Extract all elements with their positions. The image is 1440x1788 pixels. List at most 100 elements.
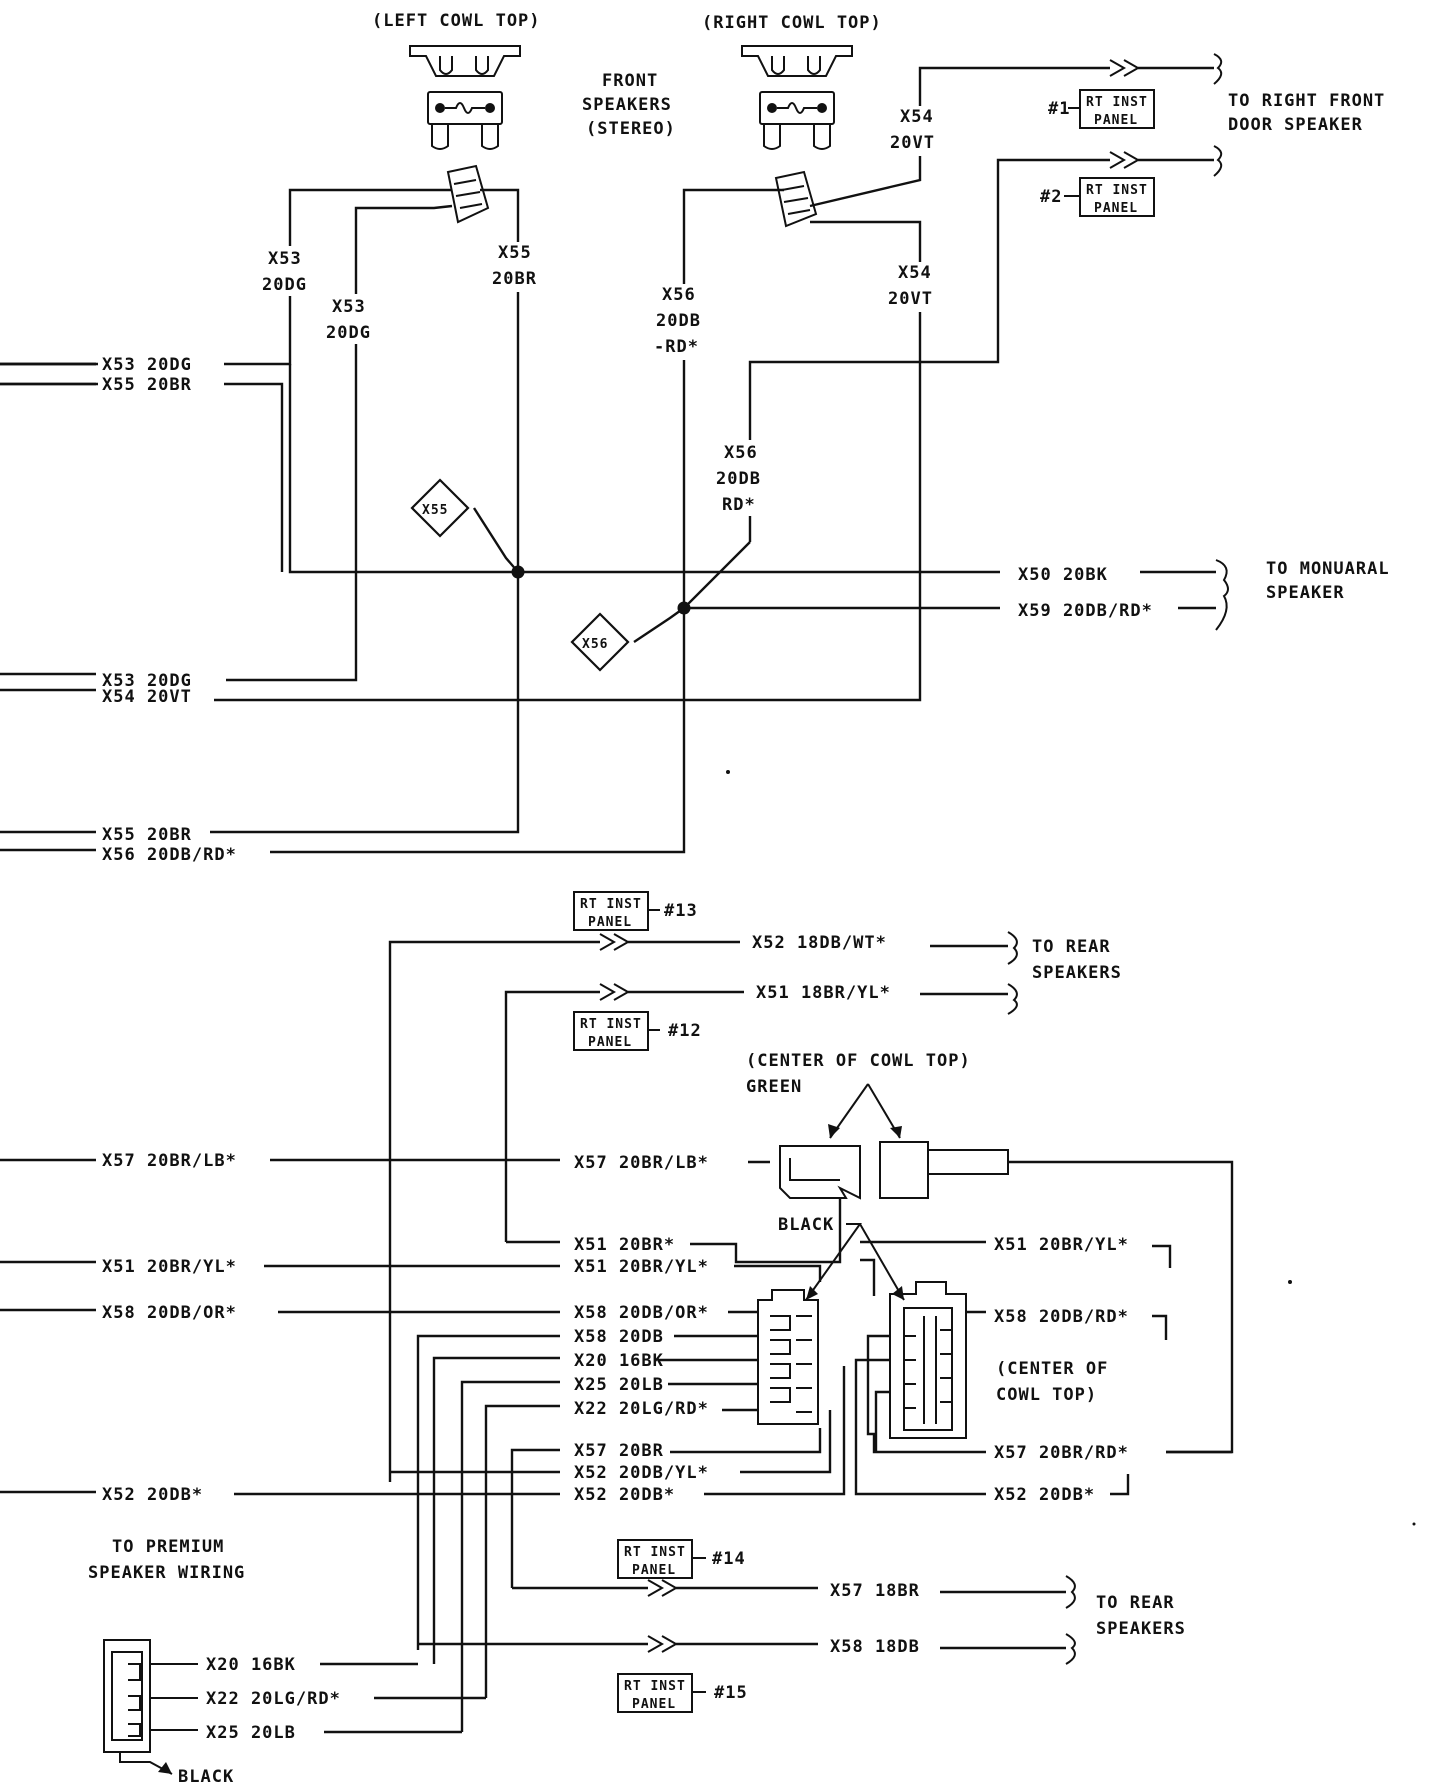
svg-text:PANEL: PANEL — [1094, 113, 1138, 128]
svg-text:-RD*: -RD* — [654, 337, 699, 357]
to-premium-label-1: TO PREMIUM — [112, 1537, 224, 1557]
rear-speaker-outputs-lower: RT INST PANEL #14 X57 18BR X58 18DB TO R… — [418, 1539, 1186, 1713]
front-speakers-heading-2: SPEAKERS — [582, 95, 672, 115]
svg-text:RT INST: RT INST — [580, 1017, 642, 1032]
svg-text:SPEAKERS: SPEAKERS — [1096, 1619, 1186, 1639]
center-cowl-top-2a: (CENTER OF — [996, 1359, 1108, 1379]
rt-inst-panel-12: RT INST PANEL #12 — [573, 1011, 701, 1051]
black-label-top: BLACK — [778, 1215, 834, 1235]
svg-text:X57 20BR: X57 20BR — [574, 1441, 664, 1461]
svg-text:X57 20BR/LB*: X57 20BR/LB* — [574, 1153, 709, 1173]
to-monaural-label-2: SPEAKER — [1266, 583, 1345, 603]
rt-inst-panel-2: #2 RT INST PANEL — [1040, 177, 1155, 217]
svg-text:RT INST: RT INST — [580, 897, 642, 912]
svg-text:X25 20LB: X25 20LB — [206, 1723, 296, 1743]
svg-text:RT INST: RT INST — [1086, 183, 1148, 198]
svg-text:PANEL: PANEL — [632, 1563, 676, 1578]
to-monaural-label-1: TO MONUARAL — [1266, 559, 1390, 579]
svg-text:X55: X55 — [498, 243, 532, 263]
svg-text:X52 18DB/WT*: X52 18DB/WT* — [752, 933, 887, 953]
svg-text:X25 20LB: X25 20LB — [574, 1375, 664, 1395]
center-connector-wires: X51 20BR* X51 20BR/YL* X58 20DB/OR* X58 … — [390, 1198, 846, 1732]
svg-text:PANEL: PANEL — [1094, 201, 1138, 216]
right-connector-wires: X51 20BR/YL* X58 20DB/RD* X57 20BR/RD* X… — [854, 1235, 1232, 1505]
svg-text:X51 18BR/YL*: X51 18BR/YL* — [756, 983, 891, 1003]
center-cowl-top-2b: COWL TOP) — [996, 1385, 1097, 1405]
svg-text:RT INST: RT INST — [1086, 95, 1148, 110]
svg-text:X58 20DB/OR*: X58 20DB/OR* — [102, 1303, 237, 1323]
svg-text:#1: #1 — [1048, 99, 1070, 119]
svg-text:TO REAR: TO REAR — [1032, 937, 1111, 957]
right-cowl-top-label: (RIGHT COWL TOP) — [702, 13, 882, 33]
svg-text:20VT: 20VT — [890, 133, 935, 153]
svg-text:RT INST: RT INST — [624, 1679, 686, 1694]
svg-text:X22 20LG/RD*: X22 20LG/RD* — [574, 1399, 709, 1419]
svg-text:X20 16BK: X20 16BK — [574, 1351, 664, 1371]
rear-speaker-outputs-upper: RT INST PANEL #13 X52 18DB/WT* X51 18BR/… — [388, 891, 1122, 1482]
svg-text:#13: #13 — [664, 901, 698, 921]
svg-text:X54: X54 — [898, 263, 932, 283]
center-cowl-bottom-wire: X57 20BR/RD* — [994, 1443, 1129, 1463]
svg-text:X53 20DG: X53 20DG — [102, 671, 192, 691]
svg-text:X54 20VT: X54 20VT — [102, 687, 192, 707]
svg-text:X58 20DB/OR*: X58 20DB/OR* — [574, 1303, 709, 1323]
svg-text:SPEAKERS: SPEAKERS — [1032, 963, 1122, 983]
svg-text:X58 18DB: X58 18DB — [830, 1637, 920, 1657]
to-rf-door-label-1: TO RIGHT FRONT — [1228, 91, 1385, 111]
svg-text:#14: #14 — [712, 1549, 746, 1569]
svg-text:TO REAR: TO REAR — [1096, 1593, 1175, 1613]
svg-text:X53: X53 — [268, 249, 302, 269]
svg-text:PANEL: PANEL — [588, 915, 632, 930]
premium-speaker-connector: TO PREMIUM SPEAKER WIRING BLACK X20 16BK… — [88, 1537, 486, 1787]
svg-text:RD*: RD* — [722, 495, 756, 515]
svg-text:#15: #15 — [714, 1683, 748, 1703]
svg-text:X52 20DB/YL*: X52 20DB/YL* — [574, 1463, 709, 1483]
front-speakers-heading-3: (STEREO) — [586, 119, 676, 139]
left-cowl-top-label: (LEFT COWL TOP) — [372, 11, 541, 31]
svg-text:X56: X56 — [662, 285, 696, 305]
svg-text:X58 20DB: X58 20DB — [574, 1327, 664, 1347]
rt-inst-panel-13: RT INST PANEL #13 — [573, 891, 698, 931]
rt-inst-panel-1: #1 RT INST PANEL — [1048, 89, 1155, 129]
black-connector-left: BLACK — [757, 1215, 905, 1425]
svg-text:X51 20BR/YL*: X51 20BR/YL* — [102, 1257, 237, 1277]
svg-text:X54: X54 — [900, 107, 934, 127]
left-harness-labels-top: X53 20DG X55 20BR X53 20DG X54 20VT X55 … — [102, 355, 237, 865]
vertical-wire-labels: X53 20DG X53 20DG X55 20BR X56 20DB -RD*… — [262, 106, 948, 516]
monaural-outputs: X50 20BK X59 20DB/RD* TO MONUARAL SPEAKE… — [1008, 559, 1390, 631]
svg-text:X52 20DB*: X52 20DB* — [102, 1485, 203, 1505]
svg-text:20VT: 20VT — [888, 289, 933, 309]
to-premium-label-2: SPEAKER WIRING — [88, 1563, 245, 1583]
svg-text:20DB: 20DB — [656, 311, 701, 331]
svg-text:X53: X53 — [332, 297, 366, 317]
svg-text:20DG: 20DG — [262, 275, 307, 295]
left-harness-labels-bottom: X57 20BR/LB* X57 20BR/LB* X51 20BR/YL* X… — [0, 1151, 770, 1505]
svg-text:X56: X56 — [724, 443, 758, 463]
svg-text:X59 20DB/RD*: X59 20DB/RD* — [1018, 601, 1153, 621]
front-speaker-wires — [0, 66, 1110, 854]
svg-text:20DB: 20DB — [716, 469, 761, 489]
right-front-door-outputs: TO RIGHT FRONT DOOR SPEAKER — [1109, 53, 1385, 177]
svg-text:X55 20BR: X55 20BR — [102, 825, 192, 845]
svg-text:X22 20LG/RD*: X22 20LG/RD* — [206, 1689, 341, 1709]
black-connector-right — [889, 1281, 967, 1439]
svg-text:X56: X56 — [582, 637, 608, 652]
svg-text:X52 20DB*: X52 20DB* — [994, 1485, 1095, 1505]
left-cowl-speaker: (LEFT COWL TOP) — [372, 11, 541, 224]
rt-inst-panel-15: RT INST PANEL #15 — [617, 1673, 748, 1713]
svg-text:X58 20DB/RD*: X58 20DB/RD* — [994, 1307, 1129, 1327]
svg-text:X57 20BR/LB*: X57 20BR/LB* — [102, 1151, 237, 1171]
black-label-bottom: BLACK — [178, 1767, 234, 1787]
svg-text:X50 20BK: X50 20BK — [1018, 565, 1108, 585]
front-speakers-heading-1: FRONT — [602, 71, 658, 91]
svg-text:X20 16BK: X20 16BK — [206, 1655, 296, 1675]
svg-text:X51 20BR/YL*: X51 20BR/YL* — [994, 1235, 1129, 1255]
svg-text:RT INST: RT INST — [624, 1545, 686, 1560]
svg-text:X56 20DB/RD*: X56 20DB/RD* — [102, 845, 237, 865]
svg-text:X53 20DG: X53 20DG — [102, 355, 192, 375]
svg-text:PANEL: PANEL — [632, 1697, 676, 1712]
rt-inst-panel-14: RT INST PANEL #14 — [617, 1539, 746, 1579]
svg-text:#2: #2 — [1040, 187, 1062, 207]
svg-text:20BR: 20BR — [492, 269, 537, 289]
svg-text:X52 20DB*: X52 20DB* — [574, 1485, 675, 1505]
